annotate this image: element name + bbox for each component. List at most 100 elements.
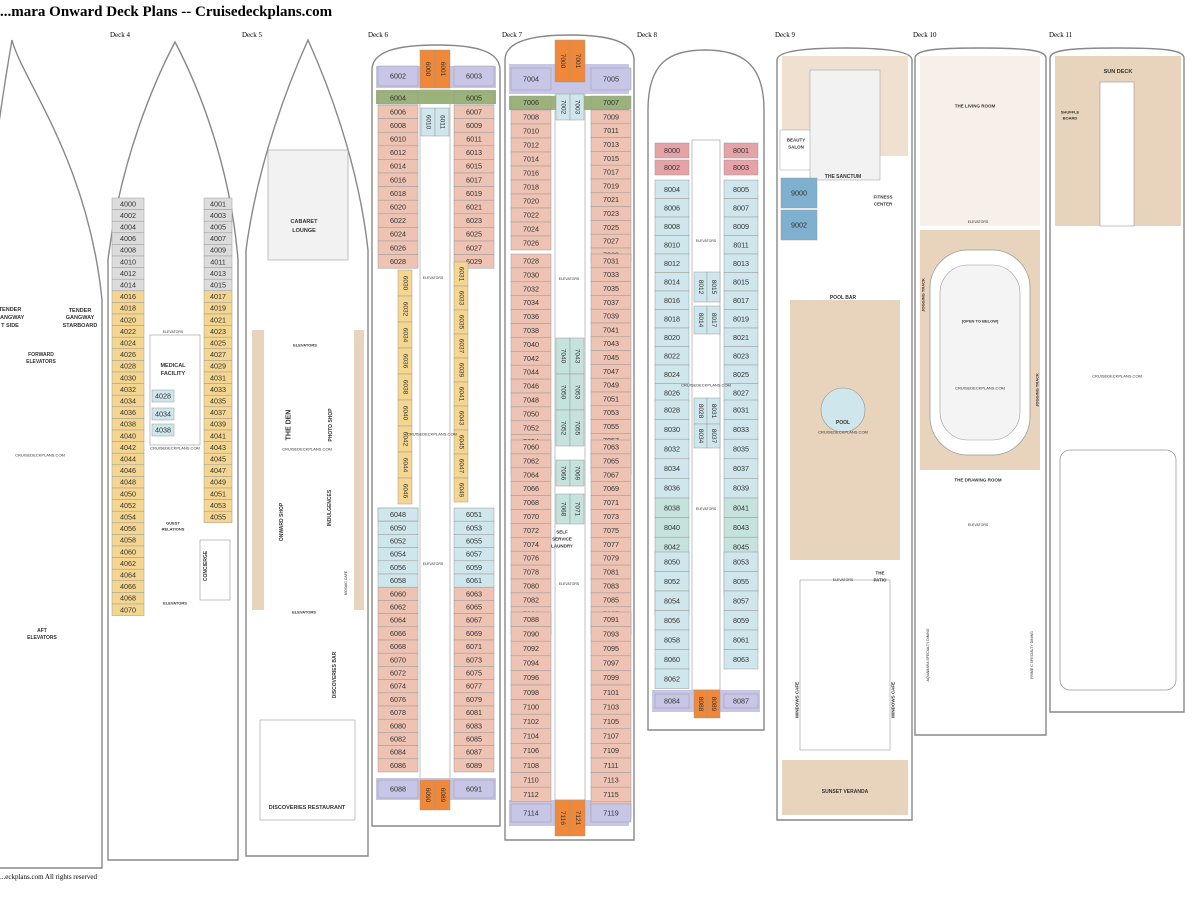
wood-deck-5-b: [354, 330, 364, 610]
cabin-8000: 8000: [664, 146, 680, 155]
venue-label: PHOTO SHOP: [328, 408, 334, 442]
cabin-8089-box: [706, 689, 721, 719]
cabin-6078: 6078: [390, 708, 406, 717]
cabin-8028: 8028: [697, 404, 704, 419]
cabin-4044: 4044: [120, 455, 136, 464]
copyright: ...eckplans.com All rights reserved: [0, 873, 98, 881]
cabin-7112: 7112: [523, 790, 538, 799]
cabin-8034: 8034: [664, 464, 680, 473]
cabin-7003-box: [569, 93, 585, 121]
venue-label: SUN DECK: [1104, 69, 1133, 75]
cabin-6088: 6088: [390, 785, 406, 794]
cabin-7082: 7082: [523, 595, 539, 604]
cabin-4038: 4038: [120, 420, 136, 429]
cabin-7114: 7114: [523, 809, 538, 818]
cabin-6069: 6069: [466, 629, 482, 638]
cabin-6022: 6022: [390, 216, 406, 225]
cabin-8062: 8062: [664, 674, 680, 683]
cabaret-lounge: [267, 149, 349, 261]
cabin-7031: 7031: [603, 256, 619, 265]
cabin-4050: 4050: [120, 489, 136, 498]
cabin-6044: 6044: [402, 458, 409, 473]
venue-label: FORWARD: [28, 352, 54, 358]
cabin-7019: 7019: [603, 181, 619, 190]
venue-label: LOUNGE: [292, 228, 316, 234]
cabin-7037: 7037: [603, 298, 619, 307]
cabin-6009: 6009: [466, 121, 482, 130]
venue-label: GANGWAY: [66, 315, 95, 321]
cabin-8013: 8013: [733, 259, 749, 268]
cabin-8014: 8014: [697, 313, 704, 328]
cabin-7081: 7081: [603, 568, 619, 577]
deck-10-forward-wood: [920, 56, 1040, 226]
cabin-7007: 7007: [603, 98, 619, 107]
cabin-7095: 7095: [603, 644, 619, 653]
cabin-6015: 6015: [466, 162, 482, 171]
cabin-6086: 6086: [390, 761, 406, 770]
cabin-6080: 6080: [390, 721, 406, 730]
cabin-4019: 4019: [210, 304, 226, 313]
cabin-7093: 7093: [603, 629, 619, 638]
cabin-6040: 6040: [402, 406, 409, 421]
page-title: ...mara Onward Deck Plans -- Cruisedeckp…: [0, 4, 333, 20]
cabin-6048: 6048: [390, 510, 406, 519]
discoveries-restaurant: [259, 719, 356, 821]
venue-label: [OPEN TO BELOW]: [962, 319, 999, 324]
cabin-6060: 6060: [390, 589, 406, 598]
venue-label: SERVICE: [552, 537, 572, 542]
cabin-7050: 7050: [523, 409, 539, 418]
venue-label: ELEVATORS: [423, 276, 444, 280]
venue-label: AFT: [37, 628, 47, 634]
deck-label-8: Deck 8: [637, 31, 658, 39]
cabin-8059: 8059: [733, 616, 749, 625]
cabin-8015: 8015: [733, 277, 749, 286]
cabin-6056: 6056: [390, 563, 406, 572]
cabin-8016: 8016: [664, 296, 680, 305]
cabin-7068: 7068: [523, 498, 539, 507]
venue-label: CRUISEDECKPLANS.COM: [150, 446, 200, 451]
cabin-6074: 6074: [390, 682, 406, 691]
cabin-6045: 6045: [458, 435, 465, 450]
cabin-8035: 8035: [733, 445, 749, 454]
cabin-6085: 6085: [466, 735, 482, 744]
cabin-4051: 4051: [210, 489, 226, 498]
cabin-4018: 4018: [120, 304, 136, 313]
cabin-4005: 4005: [210, 223, 226, 232]
venue-label: ELEVATORS: [293, 343, 317, 348]
cabin-7108: 7108: [523, 761, 539, 770]
cabin-8004: 8004: [664, 185, 680, 194]
venue-label: T SIDE: [1, 323, 19, 329]
cabin-7080: 7080: [523, 581, 539, 590]
cabin-4035: 4035: [210, 397, 226, 406]
cabin-4066: 4066: [120, 582, 136, 591]
cabin-6066: 6066: [390, 629, 406, 638]
cabin-7094: 7094: [523, 659, 539, 668]
cabin-7022: 7022: [523, 211, 539, 220]
cabin-6007: 6007: [466, 107, 482, 116]
cabin-8020: 8020: [664, 333, 680, 342]
cabin-8036: 8036: [664, 484, 680, 493]
cabin-7005: 7005: [603, 75, 619, 84]
cabin-6059: 6059: [466, 563, 482, 572]
cabin-6073: 6073: [466, 655, 482, 664]
cabin-6089: 6089: [439, 788, 446, 803]
venue-label: ELEVATORS: [696, 239, 717, 243]
cabin-7005-box: [590, 67, 632, 91]
cabin-7109: 7109: [603, 746, 619, 755]
cabin-7071: 7071: [603, 498, 619, 507]
cabin-6034: 6034: [402, 328, 409, 343]
cabin-7046: 7046: [523, 382, 539, 391]
cabin-6029: 6029: [466, 257, 482, 266]
cabin-6024: 6024: [390, 230, 406, 239]
cabin-7007-box: [590, 95, 632, 110]
cabin-4026: 4026: [120, 350, 136, 359]
cabin-8005: 8005: [733, 185, 749, 194]
cabin-7040: 7040: [560, 349, 567, 364]
cabin-7018: 7018: [523, 183, 539, 192]
cabin-8061: 8061: [733, 635, 749, 644]
cabin-6091: 6091: [466, 785, 482, 794]
cabin-7121-box: [569, 799, 586, 837]
cabin-7070: 7070: [523, 512, 539, 521]
cabin-7050: 7050: [560, 385, 567, 400]
cabin-6046-box: [397, 477, 413, 505]
